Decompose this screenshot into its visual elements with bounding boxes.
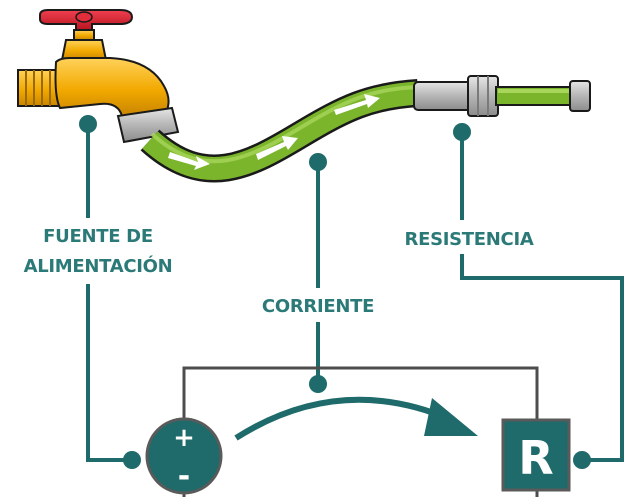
label-fuente-line1: FUENTE DE [43,226,153,247]
circuit-wire [182,366,539,497]
battery-minus-sign: - [178,459,190,494]
connector-dots [79,115,591,469]
current-arrowhead [424,398,478,436]
resistor-symbol: R [501,418,571,492]
battery-symbol: + - [145,417,223,495]
faucet-illustration [17,9,180,144]
label-resistencia: RESISTENCIA [405,229,534,250]
resistor-letter: R [518,431,553,485]
water-flow-arrows [168,94,380,170]
label-fuente-line2: ALIMENTACIÓN [24,255,173,277]
label-corriente: CORRIENTE [262,296,374,317]
current-flow-arrow [234,396,454,441]
faucet-body [54,57,170,118]
hose-illustration [140,75,591,183]
connector-lines [86,124,624,462]
battery-plus-sign: + [173,423,195,453]
